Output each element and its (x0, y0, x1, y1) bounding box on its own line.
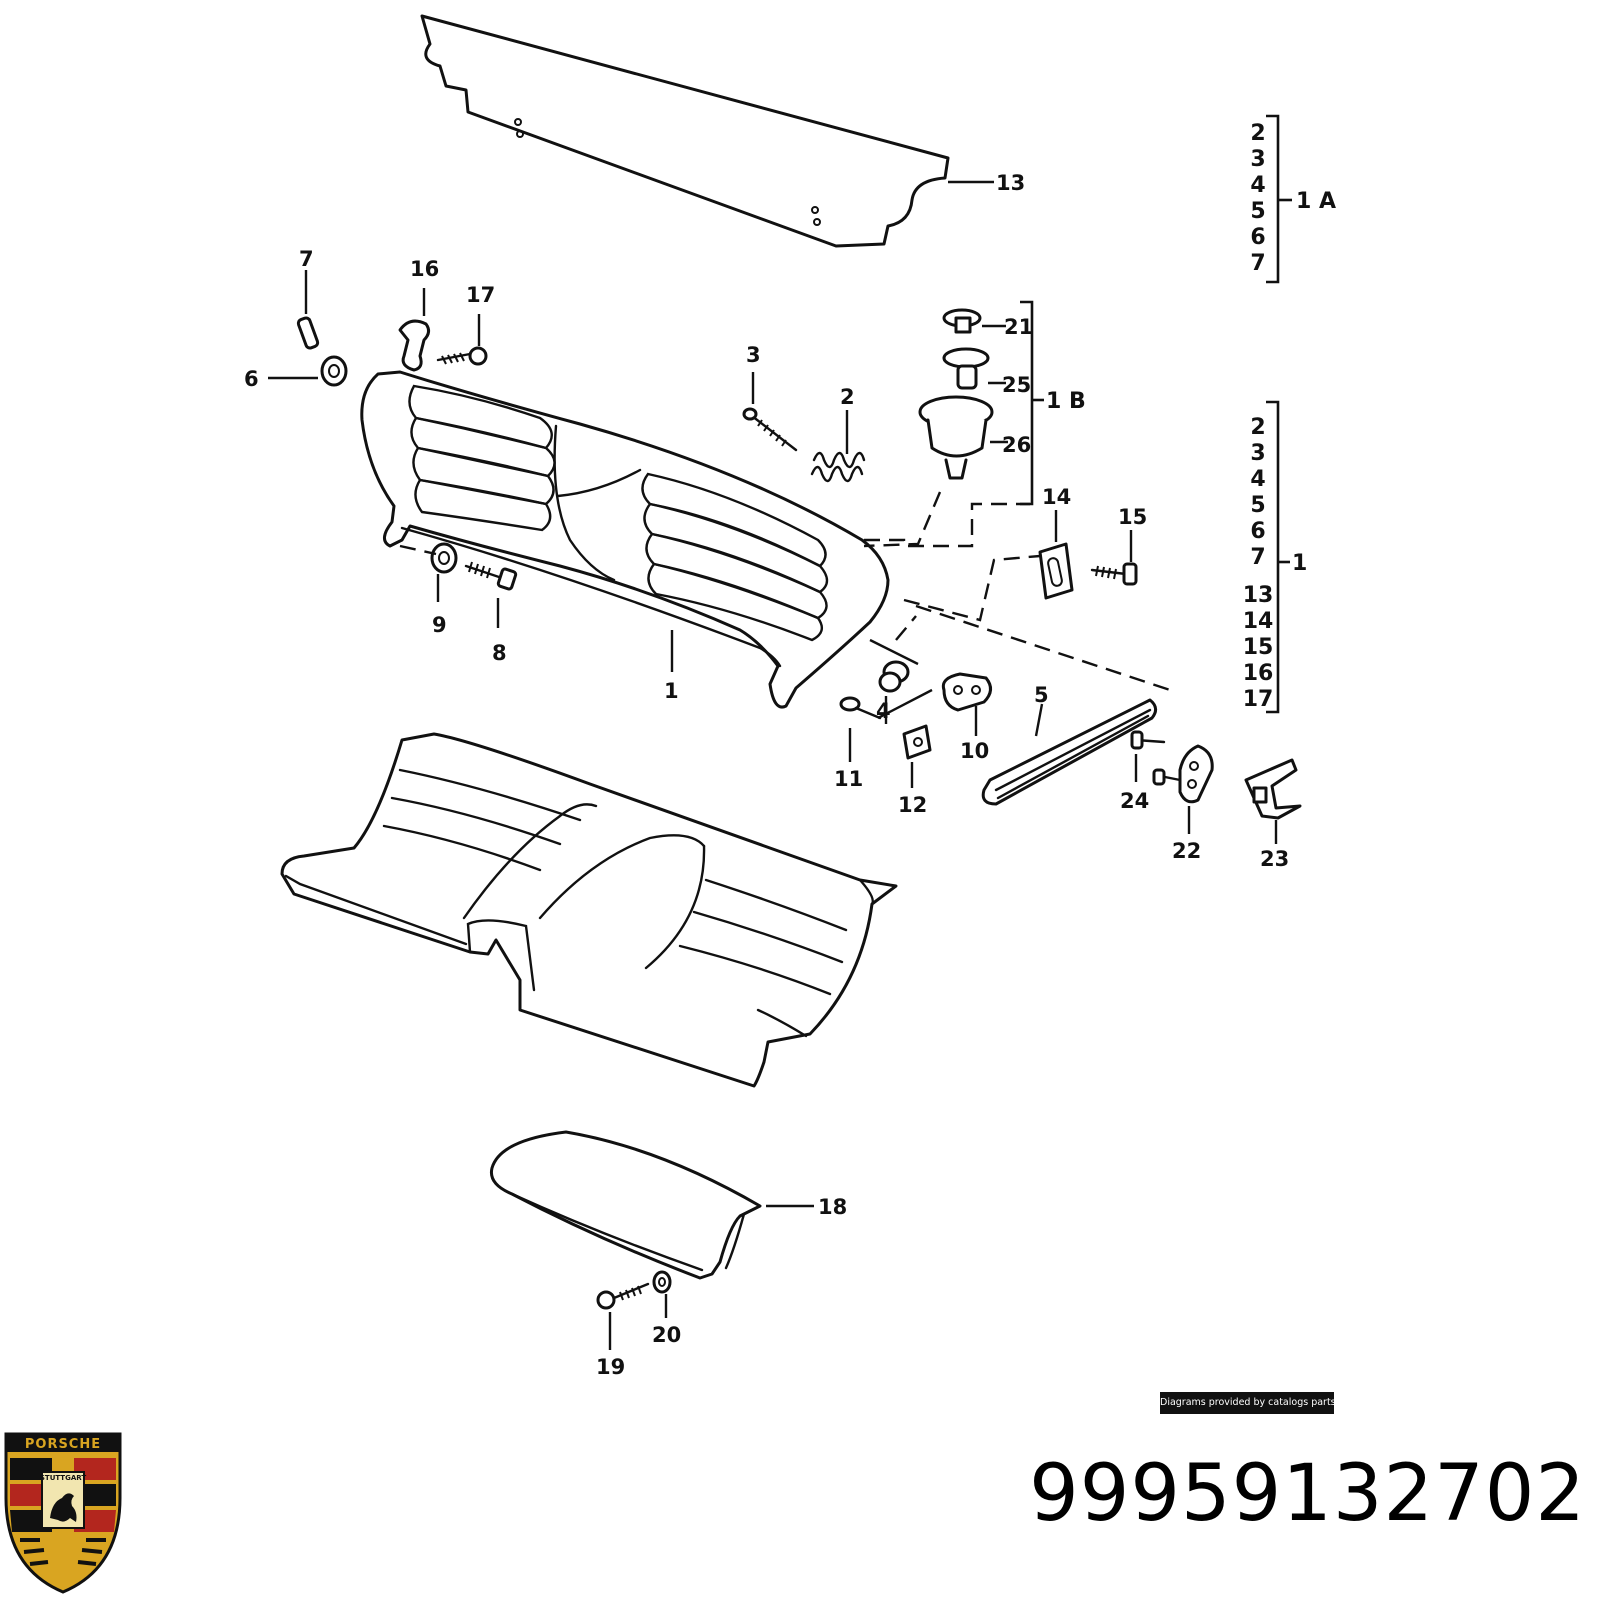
group-1a-item: 7 (1250, 251, 1265, 276)
group-1-item: 5 (1250, 493, 1265, 518)
crest-brand-text: PORSCHE (25, 1437, 101, 1452)
callout-23: 23 (1260, 847, 1289, 871)
callout-7: 7 (299, 247, 314, 271)
callout-6: 6 (244, 367, 259, 391)
group-1-item: 14 (1243, 609, 1274, 634)
callout-24: 24 (1120, 789, 1149, 813)
callout-17: 17 (466, 283, 495, 307)
callout-19: 19 (596, 1355, 625, 1379)
porsche-crest-logo: PORSCHE STUTTGART (4, 1432, 122, 1594)
group-1-label: 1 (1292, 551, 1307, 576)
group-1b: 1 B (1046, 389, 1086, 414)
callout-12: 12 (898, 793, 927, 817)
part-18-cover (489, 1130, 762, 1280)
group-1b-label: 1 B (1046, 389, 1086, 414)
group-1-item: 16 (1243, 661, 1274, 686)
group-1: 2 3 4 5 6 7 13 14 15 16 17 1 (1243, 415, 1308, 712)
group-1a-item: 2 (1250, 121, 1265, 146)
part-5-strip (981, 698, 1157, 806)
callout-25: 25 (1002, 373, 1031, 397)
callout-8: 8 (492, 641, 507, 665)
callout-5: 5 (1034, 683, 1049, 707)
callout-10: 10 (960, 739, 989, 763)
callout-9: 9 (432, 613, 447, 637)
group-1a-item: 5 (1250, 199, 1265, 224)
callout-4: 4 (876, 699, 891, 723)
callout-16: 16 (410, 257, 439, 281)
group-1-item: 2 (1250, 415, 1265, 440)
group-1-item: 4 (1250, 467, 1265, 492)
part-number: 99959132702 (1029, 1449, 1586, 1539)
callout-2: 2 (840, 385, 855, 409)
group-1a-item: 3 (1250, 147, 1265, 172)
callout-15: 15 (1118, 505, 1147, 529)
dashed-connections (399, 491, 1171, 692)
crest-city-text: STUTTGART (40, 1474, 86, 1482)
hardware (296, 308, 1302, 1310)
group-1a-item: 6 (1250, 225, 1265, 250)
leader-lines (268, 180, 1278, 1350)
callout-21: 21 (1004, 315, 1033, 339)
group-1a: 2 3 4 5 6 7 1 A (1250, 121, 1336, 276)
callout-20: 20 (652, 1323, 681, 1347)
credit-badge: Diagrams provided by catalogs parts (1160, 1392, 1336, 1414)
group-brackets (1020, 114, 1292, 714)
part-13-rear-panel (420, 14, 950, 248)
group-1-item: 13 (1243, 583, 1274, 608)
group-1a-item: 4 (1250, 173, 1265, 198)
group-1-item: 3 (1250, 441, 1265, 466)
callout-18: 18 (818, 1195, 847, 1219)
callout-26: 26 (1002, 433, 1031, 457)
group-1-item: 7 (1250, 545, 1265, 570)
group-1-item: 6 (1250, 519, 1265, 544)
callout-13: 13 (996, 171, 1025, 195)
callout-11: 11 (834, 767, 863, 791)
part-1-backrest (360, 370, 890, 709)
callout-14: 14 (1042, 485, 1071, 509)
group-1-item: 15 (1243, 635, 1274, 660)
callout-22: 22 (1172, 839, 1201, 863)
group-1a-label: 1 A (1296, 189, 1336, 214)
seat-cushion (280, 732, 898, 1088)
group-1-item: 17 (1243, 687, 1274, 712)
callout-1: 1 (664, 679, 679, 703)
callout-labels: 13 7 16 17 6 3 2 21 25 26 14 15 9 8 1 4 … (244, 171, 1289, 1379)
callout-3: 3 (746, 343, 761, 367)
